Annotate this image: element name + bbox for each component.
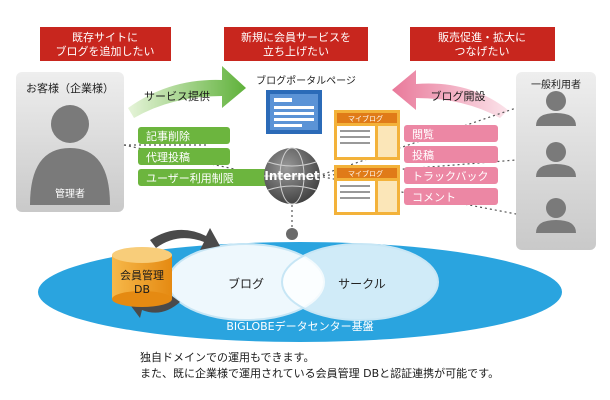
blog-open-arrow-label: ブログ開設 — [431, 89, 486, 103]
member-db-label-line1: 会員管理 — [120, 268, 164, 282]
circle-label: サークル — [338, 277, 386, 291]
banner-center: 新規に会員サービスを 立ち上げたい — [224, 27, 368, 61]
blog-label: ブログ — [228, 276, 264, 291]
user-function-comment: コメント — [412, 191, 456, 204]
banner-center-line2: 立ち上げたい — [263, 44, 329, 58]
admin-functions: 記事削除 代理投稿 ユーザー利用制限 — [138, 127, 270, 186]
my-blog-thumbnail — [334, 165, 400, 215]
customer-panel: お客様（企業様） 管理者 — [16, 72, 124, 212]
user-person-icon — [536, 198, 576, 233]
portal-label: ブログポータルページ — [256, 74, 356, 87]
banner-right-line2: つなげたい — [455, 45, 510, 58]
datacenter-label: BIGLOBEデータセンター基盤 — [226, 319, 373, 333]
general-users-panel: 一般利用者 — [516, 72, 596, 250]
admin-function-delete: 記事削除 — [146, 129, 190, 143]
service-arrow: サービス提供 — [128, 66, 246, 118]
my-blog-label: マイブログ — [348, 114, 383, 123]
portal-page-icon — [266, 90, 322, 134]
footnote-line1: 独自ドメインでの運用もできます。 — [140, 351, 314, 364]
banner-left-line1: 既存サイトに — [72, 30, 138, 44]
footnote-line2: また、既に企業様で運用されている会員管理 DBと認証連携が可能です。 — [140, 366, 499, 380]
member-db-label-line2: DB — [134, 283, 150, 296]
banner-center-line1: 新規に会員サービスを — [241, 30, 351, 44]
admin-function-proxy-post: 代理投稿 — [146, 150, 190, 164]
general-users-label: 一般利用者 — [531, 78, 581, 91]
admin-label: 管理者 — [55, 187, 85, 200]
user-function-view: 閲覧 — [412, 127, 434, 141]
user-person-icon — [536, 91, 576, 126]
internet-label: Internet — [264, 169, 319, 183]
internet-globe-icon — [264, 147, 320, 240]
user-person-icon — [536, 142, 576, 177]
banner-right-line1: 販売促進・拡大に — [438, 30, 526, 44]
admin-person-icon — [30, 105, 110, 205]
user-function-trackback: トラックバック — [412, 170, 488, 183]
user-functions: 閲覧 投稿 トラックバック コメント — [404, 125, 498, 205]
banner-left: 既存サイトに ブログを追加したい — [40, 27, 171, 61]
my-blog-thumbnail — [334, 110, 400, 160]
banner-left-line2: ブログを追加したい — [56, 44, 155, 58]
banner-right: 販売促進・拡大に つなげたい — [410, 27, 555, 61]
customer-label: お客様（企業様） — [26, 81, 114, 95]
admin-function-restrict: ユーザー利用制限 — [146, 172, 234, 185]
blog-open-arrow: ブログ開設 — [392, 70, 508, 118]
my-blog-label: マイブログ — [348, 169, 383, 178]
user-function-post: 投稿 — [412, 148, 434, 162]
service-arrow-label: サービス提供 — [144, 89, 210, 103]
member-db-icon — [112, 247, 172, 307]
